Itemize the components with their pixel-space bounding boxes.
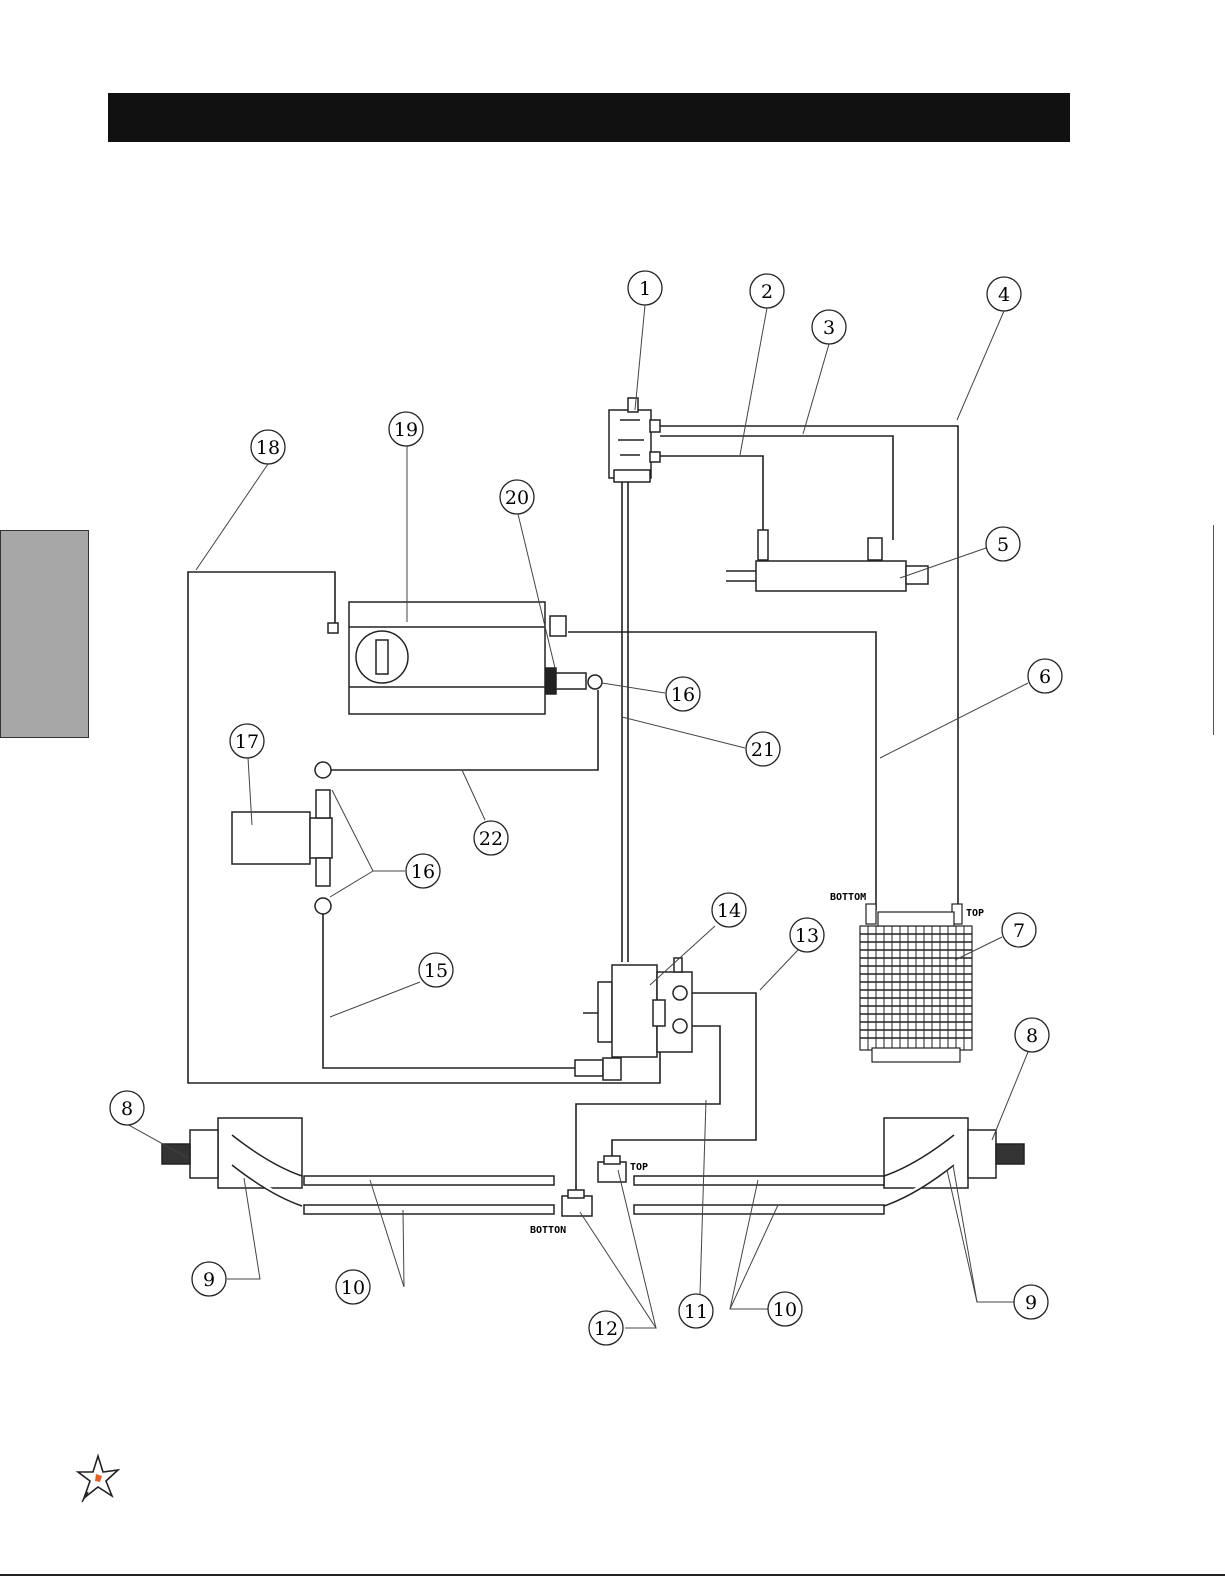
heat-exchanger: [726, 530, 928, 591]
svg-text:14: 14: [717, 900, 741, 922]
hose-4: [660, 426, 958, 910]
svg-text:16: 16: [411, 861, 435, 883]
callout-5: 5: [986, 527, 1020, 561]
callout-13: 13: [790, 918, 824, 952]
callout-16-lower: 16: [406, 854, 440, 888]
callout-21: 21: [746, 732, 780, 766]
callout-9-left: 9: [192, 1262, 226, 1296]
svg-text:11: 11: [684, 1301, 708, 1323]
svg-text:10: 10: [341, 1277, 365, 1299]
callout-2: 2: [750, 274, 784, 308]
motor-17: [232, 762, 332, 914]
callout-14: 14: [712, 893, 746, 927]
pump-14: [575, 958, 692, 1080]
svg-text:7: 7: [1013, 920, 1025, 942]
svg-text:20: 20: [505, 487, 529, 509]
callout-8-right: 8: [1015, 1018, 1049, 1052]
svg-text:5: 5: [997, 534, 1009, 556]
starburst-logo-icon: [78, 1456, 118, 1502]
spray-unit-right: [634, 1118, 1024, 1214]
heater-coil-7: [860, 904, 972, 1062]
callout-10-right: 10: [768, 1292, 802, 1326]
callout-8-left: 8: [110, 1091, 144, 1125]
callout-6: 6: [1028, 659, 1062, 693]
callout-16-upper: 16: [666, 677, 700, 711]
svg-text:4: 4: [998, 284, 1010, 306]
svg-text:21: 21: [751, 739, 775, 761]
callout-12: 12: [589, 1311, 623, 1345]
svg-text:16: 16: [671, 684, 695, 706]
svg-text:9: 9: [203, 1269, 215, 1291]
callout-20: 20: [500, 480, 534, 514]
svg-text:3: 3: [823, 317, 835, 339]
tee-bottom-label: BOTTON: [530, 1225, 566, 1236]
unloader-valve: [609, 398, 660, 482]
svg-text:22: 22: [479, 828, 503, 850]
svg-text:6: 6: [1039, 666, 1051, 688]
callout-4: 4: [987, 277, 1021, 311]
callout-11: 11: [679, 1294, 713, 1328]
hose-3: [660, 436, 893, 540]
heater-top-label: TOP: [966, 908, 984, 919]
callout-1: 1: [628, 271, 662, 305]
callout-22: 22: [474, 821, 508, 855]
tank-19: [328, 602, 602, 714]
svg-text:19: 19: [394, 419, 418, 441]
svg-text:2: 2: [761, 281, 773, 303]
callout-3: 3: [812, 310, 846, 344]
callout-18: 18: [251, 430, 285, 464]
tee-fittings: [562, 1156, 626, 1216]
heater-bottom-label: BOTTOM: [830, 892, 866, 903]
spray-unit-left: [162, 1118, 554, 1214]
svg-text:18: 18: [256, 437, 280, 459]
hose-lines: [188, 426, 958, 1190]
svg-text:10: 10: [773, 1299, 797, 1321]
callout-7: 7: [1002, 913, 1036, 947]
svg-text:15: 15: [424, 960, 448, 982]
tee-top-label: TOP: [630, 1162, 648, 1173]
svg-text:13: 13: [795, 925, 819, 947]
callout-17: 17: [230, 724, 264, 758]
svg-text:1: 1: [639, 278, 651, 300]
svg-text:17: 17: [235, 731, 259, 753]
callout-19: 19: [389, 412, 423, 446]
callout-15: 15: [419, 953, 453, 987]
hose-2: [660, 456, 763, 535]
svg-text:8: 8: [1026, 1025, 1038, 1047]
svg-text:12: 12: [594, 1318, 618, 1340]
hose-15: [323, 905, 575, 1068]
svg-text:8: 8: [121, 1098, 133, 1120]
callout-10-left: 10: [336, 1270, 370, 1304]
callout-9-right: 9: [1014, 1285, 1048, 1319]
svg-text:9: 9: [1025, 1292, 1037, 1314]
hose-6: [568, 632, 876, 910]
